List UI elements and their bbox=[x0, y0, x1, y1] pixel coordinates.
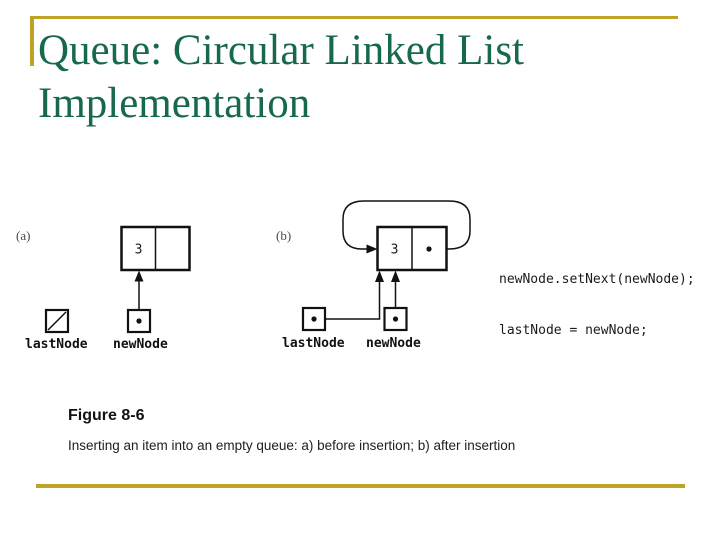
part-a-newnode-dot bbox=[136, 318, 142, 324]
part-b-lastnode-arrow bbox=[314, 282, 381, 320]
part-a-null-slash bbox=[47, 311, 67, 331]
part-a-newnode-label: newNode bbox=[113, 337, 168, 352]
part-b-newnode-arrowhead bbox=[391, 270, 400, 282]
part-a-node-value: 3 bbox=[135, 243, 143, 258]
part-b-self-loop bbox=[342, 200, 471, 250]
part-b-label: (b) bbox=[276, 228, 291, 243]
part-a-newnode-arrowhead bbox=[134, 270, 144, 282]
diagram-part-b: (b) 3 bbox=[276, 200, 471, 351]
figure-caption: Inserting an item into an empty queue: a… bbox=[68, 438, 516, 453]
part-b-lastnode-label: lastNode bbox=[282, 336, 345, 351]
top-accent-line bbox=[31, 16, 678, 19]
part-a-lastnode-label: lastNode bbox=[25, 337, 88, 352]
part-b-next-dot bbox=[426, 246, 432, 252]
code-line-1: newNode.setNext(newNode); bbox=[499, 272, 695, 287]
code-line-2: lastNode = newNode; bbox=[499, 323, 648, 338]
code-snippet: newNode.setNext(newNode); lastNode = new… bbox=[499, 237, 695, 373]
diagram-part-a: (a) 3 lastNode newNode bbox=[16, 225, 191, 352]
part-b-lastnode-dot bbox=[311, 316, 317, 322]
bottom-accent-line bbox=[36, 484, 685, 488]
figure-label: Figure 8-6 bbox=[68, 407, 145, 424]
part-b-newnode-label: newNode bbox=[366, 336, 421, 351]
part-b-lastnode-arrowhead bbox=[375, 270, 384, 282]
part-b-self-loop-arrowhead bbox=[366, 244, 378, 254]
title-accent-bar bbox=[30, 16, 34, 66]
part-a-label: (a) bbox=[16, 228, 30, 243]
part-b-newnode-dot bbox=[392, 316, 399, 322]
figure-8-6-diagram: (a) 3 lastNode newNode (b) bbox=[0, 190, 720, 365]
slide-title: Queue: Circular Linked List Implementati… bbox=[38, 27, 524, 128]
part-b-node-value: 3 bbox=[391, 243, 399, 258]
